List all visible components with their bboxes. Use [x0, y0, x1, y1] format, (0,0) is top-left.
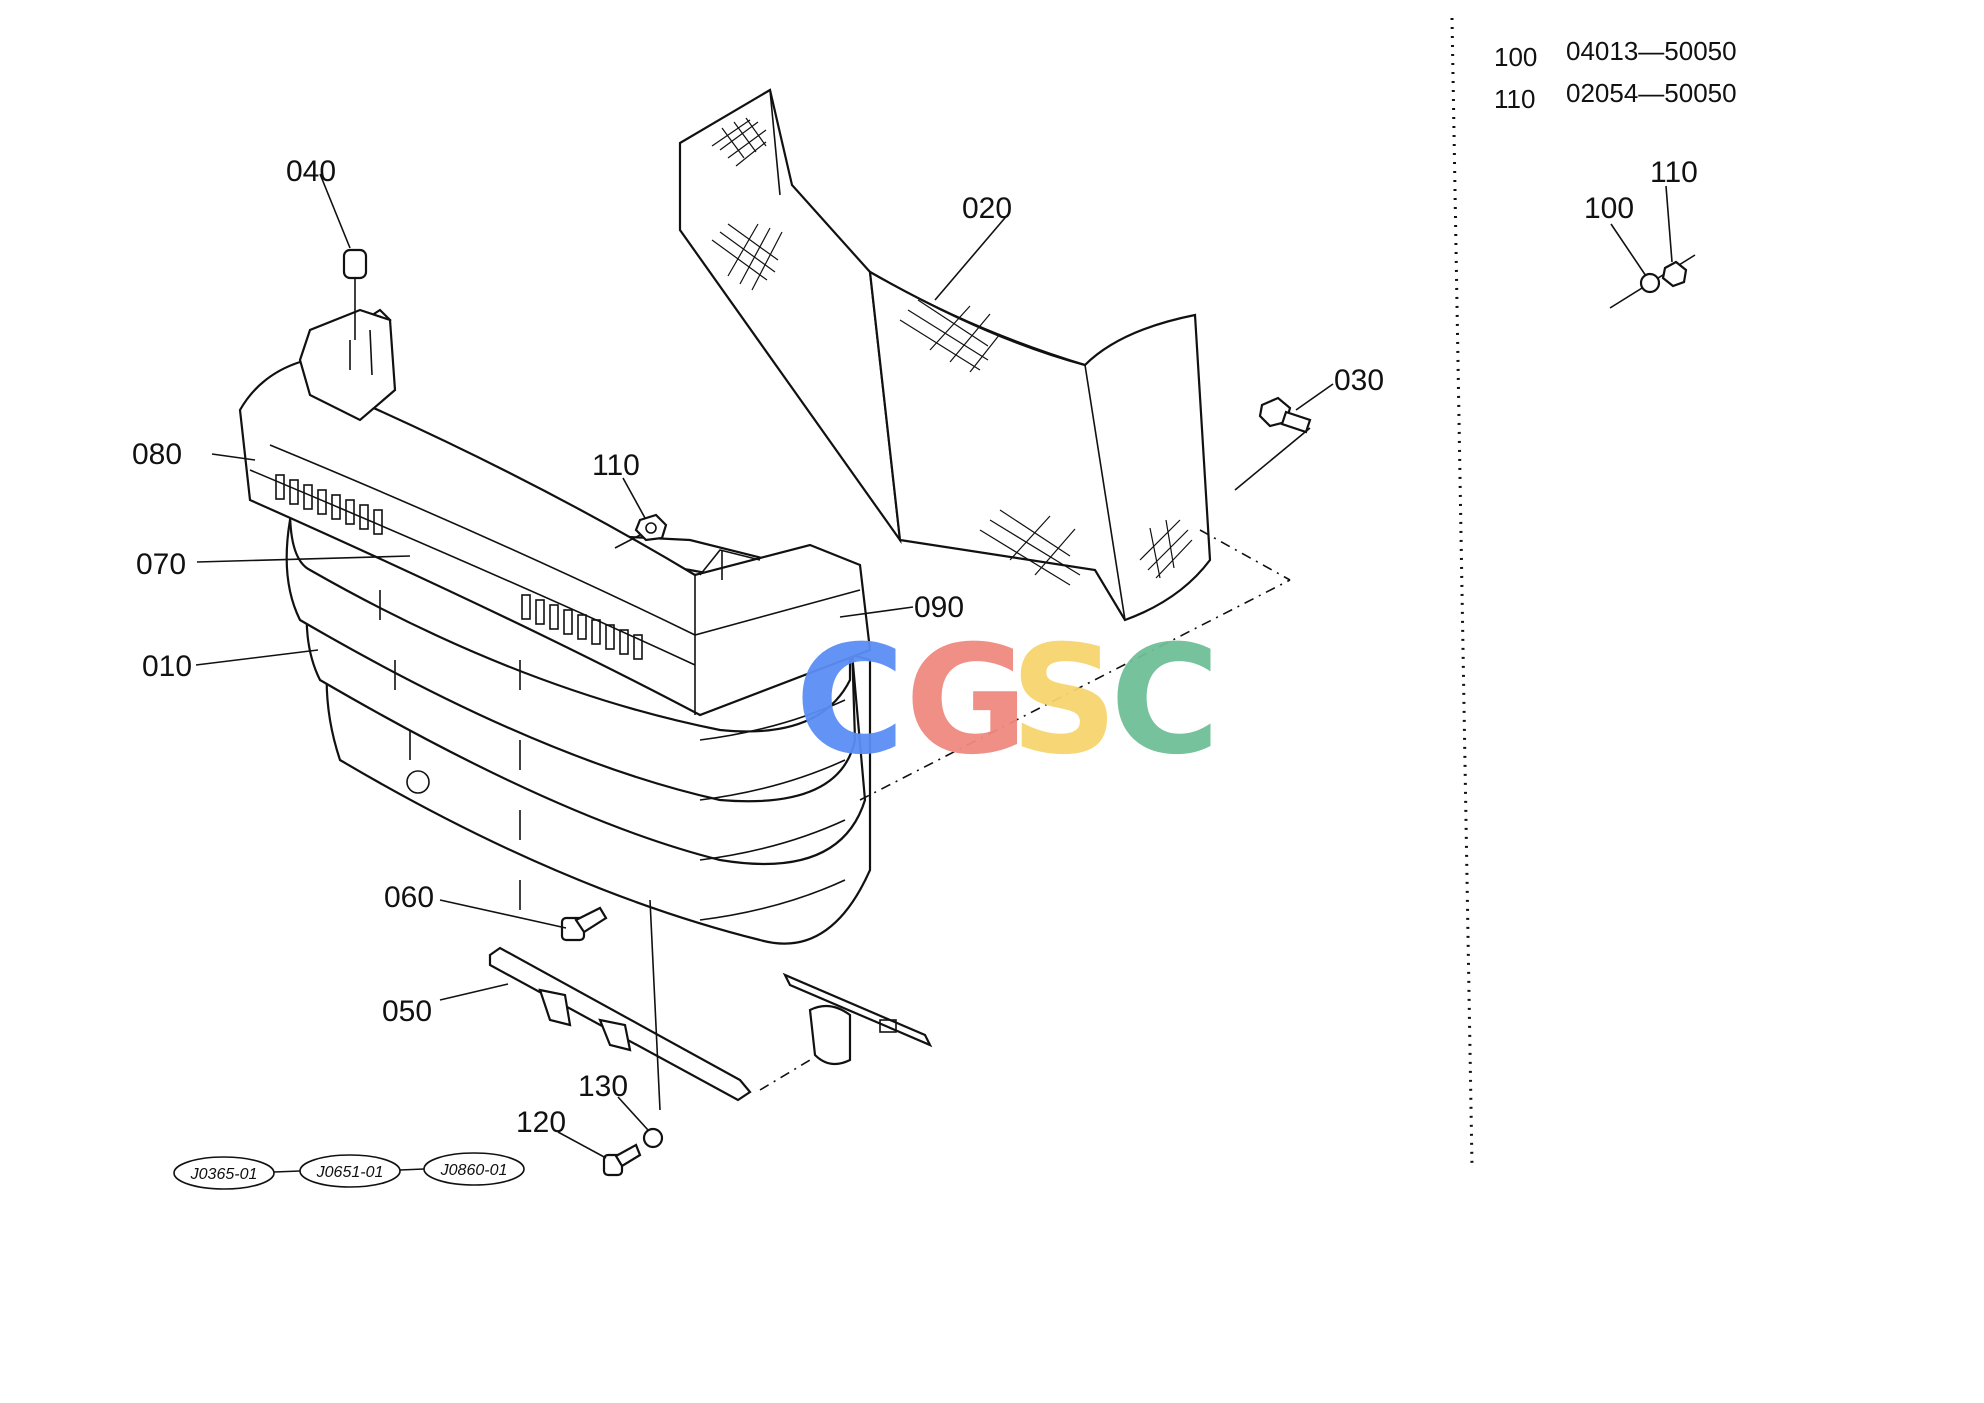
label-100b: 100	[1584, 192, 1634, 225]
washer-130	[642, 1127, 664, 1149]
label-010: 010	[142, 650, 192, 683]
ref-code-3: J0860-01	[440, 1162, 508, 1179]
watermark-letter-3: S	[1010, 614, 1118, 788]
label-130: 130	[578, 1070, 628, 1103]
reference-codes: J0365-01 J0651-01 J0860-01	[173, 1152, 525, 1190]
mount-bracket	[782, 972, 933, 1066]
rear-screen-panel-020	[678, 88, 1212, 622]
cushion-040	[342, 248, 368, 340]
label-050: 050	[382, 995, 432, 1028]
label-080: 080	[132, 438, 182, 471]
vent-slots	[275, 474, 643, 660]
watermark-logo: C G S C	[795, 614, 1220, 788]
label-120: 120	[516, 1106, 566, 1139]
divider-line	[1450, 17, 1474, 1166]
watermark-letter-1: C	[795, 614, 905, 788]
label-030: 030	[1334, 364, 1384, 397]
table-no-1: 100	[1494, 42, 1537, 72]
ref-code-1: J0365-01	[190, 1166, 258, 1183]
bolt-120	[602, 1143, 642, 1177]
bracket-050	[488, 899, 811, 1111]
label-070: 070	[136, 548, 186, 581]
label-040: 040	[286, 155, 336, 188]
label-020: 020	[962, 192, 1012, 225]
bolt-030	[1234, 396, 1312, 491]
watermark-letter-4: C	[1110, 614, 1220, 788]
table-no-2: 110	[1494, 84, 1535, 114]
ref-code-2: J0651-01	[316, 1164, 384, 1181]
nuts-100-110	[1609, 254, 1696, 309]
table-part-1: 04013—50050	[1566, 36, 1737, 66]
label-090: 090	[914, 591, 964, 624]
bolt-060	[560, 906, 608, 942]
table-part-2: 02054—50050	[1566, 78, 1737, 108]
front-cover-080-070-090	[238, 308, 872, 717]
label-110b: 110	[1650, 156, 1698, 189]
leader-lines	[195, 173, 1673, 1159]
label-110a: 110	[592, 449, 640, 482]
watermark-letter-2: G	[905, 614, 1028, 788]
parts-table: 100 04013—50050 110 02054—50050	[1494, 36, 1737, 114]
nut-110	[614, 513, 668, 549]
part-labels: 040 020 030 080 110 070 090 010 060 050 …	[132, 155, 1698, 1139]
label-060: 060	[384, 881, 434, 914]
